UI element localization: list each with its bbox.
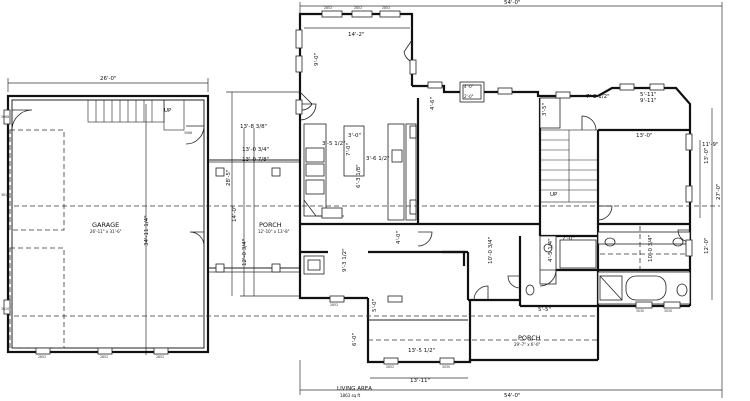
dim-living-1: 13'-5 1/2" <box>408 348 435 354</box>
dim-bath-1: 3'-5" <box>542 103 548 116</box>
dim-bay-2: 5'-11" <box>640 92 657 98</box>
dim-right-2: 13'-0" <box>704 147 710 164</box>
dim-garage-depth: 34'-11 1/4" <box>144 215 150 246</box>
kitchen <box>303 123 417 275</box>
dim-living-3: 5'-0" <box>372 299 378 312</box>
dim-bottom-width: 54'-0" <box>504 393 521 399</box>
dim-left-total: 28'-5" <box>226 169 232 186</box>
window-label: 3610 <box>1 307 9 311</box>
porch-size: 12'-10" x 13'-8" <box>258 229 290 234</box>
dim-garage-width: 26'-0" <box>100 76 117 82</box>
interior-doors <box>299 103 691 321</box>
dim-kitchen-3: 7'-0" <box>346 143 352 156</box>
chimney-dim-1: 4'-0" <box>464 84 474 89</box>
dim-bedroom-width: 13'-0" <box>636 133 653 139</box>
window-label: 2852 <box>382 6 390 10</box>
sunroom <box>299 39 485 111</box>
window-label: 3030 <box>664 309 672 313</box>
window-label: 3068 <box>184 131 192 135</box>
breezeway-porch <box>208 159 300 273</box>
labels: GARAGE 26'-11" x 31'-6" PORCH 12'-10" x … <box>1 0 722 399</box>
dim-bay-3: 9'-11" <box>640 98 657 104</box>
dim-kitchen-2: 3'-0" <box>348 133 361 139</box>
window-label: 2852 <box>330 303 338 307</box>
dim-bath-3: 4'-5 1/4" <box>548 238 554 262</box>
front-porch-size: 29'-7" x 6'-0" <box>514 342 541 347</box>
dim-bath-2: 7'-0" <box>562 236 575 242</box>
guest-bath <box>525 235 597 296</box>
dim-right-1: 11'-9" <box>702 142 719 148</box>
dim-bay-1: 7'-2 1/2" <box>586 94 610 100</box>
window-label: 2852 <box>38 355 46 359</box>
dim-entry-1: 4'-0" <box>396 231 402 244</box>
window-label: 2852 <box>324 6 332 10</box>
window-label: 3068 <box>1 115 9 119</box>
dim-hall-1: 10'-0 3/4" <box>488 237 494 264</box>
stair-up-1: UP <box>164 108 172 114</box>
dim-left-top: 13'-8 3/8" <box>240 124 267 130</box>
dim-top-width: 54'-0" <box>504 0 521 6</box>
stair-up-2: UP <box>550 192 558 198</box>
dim-kitchen-1: 3'-5 1/2" <box>322 141 346 147</box>
garage-label: GARAGE <box>92 221 119 229</box>
dim-right-depth: 27'-0" <box>716 183 722 200</box>
dim-kitchen-6: 6'-3 1/8" <box>356 164 362 188</box>
dim-kitchen-4: 3'-6 1/2" <box>366 156 390 162</box>
window-label: 2852 <box>354 6 362 10</box>
master-bath <box>597 226 691 305</box>
dim-living-4: 6'-0" <box>352 333 358 346</box>
window-label: 2852 <box>100 355 108 359</box>
dim-kitchen-5: 4'-6" <box>430 97 436 110</box>
dim-right-3: 12'-0" <box>704 237 710 254</box>
window-label: 3030 <box>442 365 450 369</box>
dim-left-mid-2: 13'-0 7/8" <box>242 157 269 163</box>
garage-stairs <box>87 99 185 131</box>
dimension-lines <box>7 2 723 398</box>
dim-closet: 5'-5" <box>538 307 551 313</box>
living-area-value: 1863 sq ft <box>340 393 361 398</box>
dim-bath-4: 10'-0 3/4" <box>648 235 654 262</box>
window-label: 2852 <box>386 365 394 369</box>
window-label: 2852 <box>156 355 164 359</box>
window-label: 3030 <box>636 309 644 313</box>
garage-size: 26'-11" x 31'-6" <box>90 229 122 234</box>
dim-sunroom-width: 14'-2" <box>348 32 365 38</box>
dim-left-lower: 14'-0" <box>232 205 238 222</box>
dim-sunroom-depth: 9'-0" <box>314 53 320 66</box>
dim-living-2: 13'-11" <box>410 378 430 384</box>
living-area-label: LIVING AREA <box>337 386 372 392</box>
front-porch-label: PORCH <box>518 334 541 342</box>
windows <box>3 10 693 365</box>
dim-left-mid-1: 13'-0 3/4" <box>242 147 269 153</box>
porch-label: PORCH <box>259 221 282 229</box>
main-stairs <box>539 97 599 203</box>
chimney-dim-2: 2'-0" <box>464 94 474 99</box>
window-label: 3610 <box>1 193 9 197</box>
dim-left-porch: 12'-0 3/4" <box>242 239 248 266</box>
dim-entry-2: 9'-3 1/2" <box>342 248 348 272</box>
